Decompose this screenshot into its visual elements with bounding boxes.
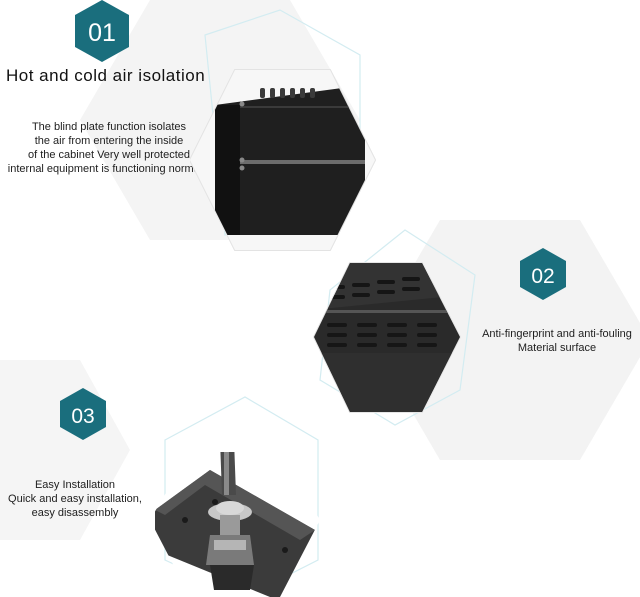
- section1-description: The blind plate function isolates the ai…: [0, 120, 218, 176]
- description-line: of the cabinet Very well protected: [27, 149, 191, 161]
- number-badge-02: 02: [520, 248, 566, 300]
- description-line: easy disassembly: [31, 507, 119, 519]
- hexagon-outline: [164, 396, 319, 597]
- badge-number: 02: [531, 265, 554, 288]
- number-badge-03: 03: [60, 388, 106, 440]
- badge-number: 01: [88, 19, 116, 47]
- vented-panel-image: [312, 262, 462, 413]
- bg-hexagon: [370, 220, 640, 460]
- number-badge-01: 01: [75, 0, 129, 62]
- description-line: Quick and easy installation,: [8, 493, 142, 505]
- description-line: The blind plate function isolates: [31, 121, 187, 133]
- description-line: internal equipment is functioning normal…: [7, 163, 211, 175]
- badge-number: 03: [71, 405, 94, 428]
- section-title: Hot and cold air isolation: [6, 66, 206, 85]
- section3-description: Easy Installation Quick and easy install…: [0, 478, 150, 520]
- blind-plate-image: [190, 69, 377, 251]
- description-line: Anti-fingerprint and anti-fouling: [482, 328, 632, 340]
- section2-description: Anti-fingerprint and anti-fouling Materi…: [474, 327, 640, 355]
- screw-installation-image: [150, 452, 320, 597]
- description-line: Easy Installation: [34, 479, 116, 491]
- hexagon-outline: [319, 229, 476, 426]
- description-line: the air from entering the inside: [34, 135, 184, 147]
- description-line: Material surface: [517, 342, 597, 354]
